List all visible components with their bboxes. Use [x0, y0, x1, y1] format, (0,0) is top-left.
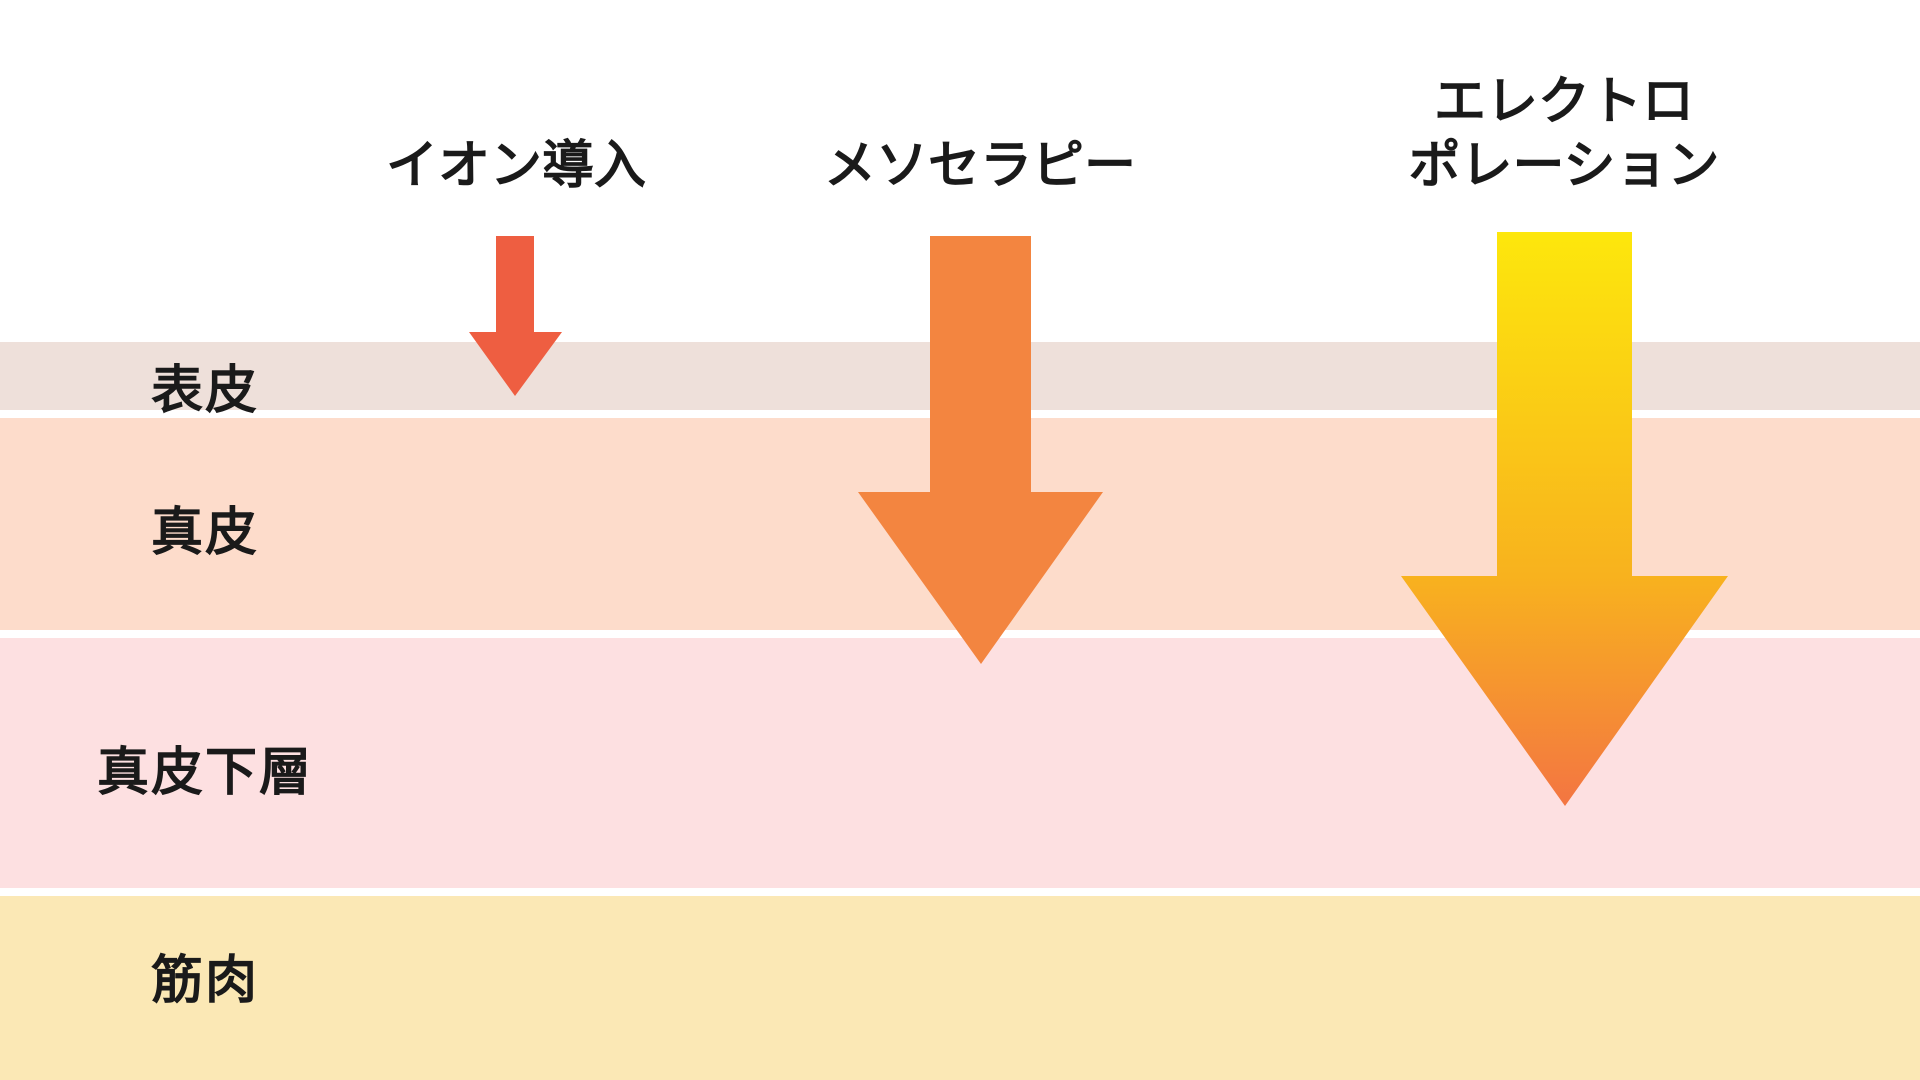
layer-muscle: 筋肉 — [0, 896, 1920, 1080]
method-label-ion: イオン導入 — [366, 134, 666, 198]
layer-label-subcutis: 真皮下層 — [96, 743, 313, 803]
method-label-meso: メソセラピー — [780, 134, 1180, 198]
method-label-meso-line-1: メソセラピー — [823, 136, 1136, 196]
method-label-electro-line-2: ポレーション — [1408, 136, 1720, 196]
arrow-meso-down-icon — [858, 236, 1103, 664]
layer-label-dermis: 真皮 — [150, 503, 259, 563]
arrow-electro-down-icon — [1401, 232, 1728, 806]
layer-label-epidermis: 表皮 — [150, 361, 259, 421]
method-label-electro: エレクトロ ポレーション — [1364, 70, 1764, 198]
arrow-ion-down-icon — [469, 236, 562, 396]
method-label-ion-line-1: イオン導入 — [385, 136, 646, 196]
layer-label-muscle: 筋肉 — [150, 951, 259, 1011]
method-label-electro-line-1: エレクトロ — [1433, 72, 1694, 132]
